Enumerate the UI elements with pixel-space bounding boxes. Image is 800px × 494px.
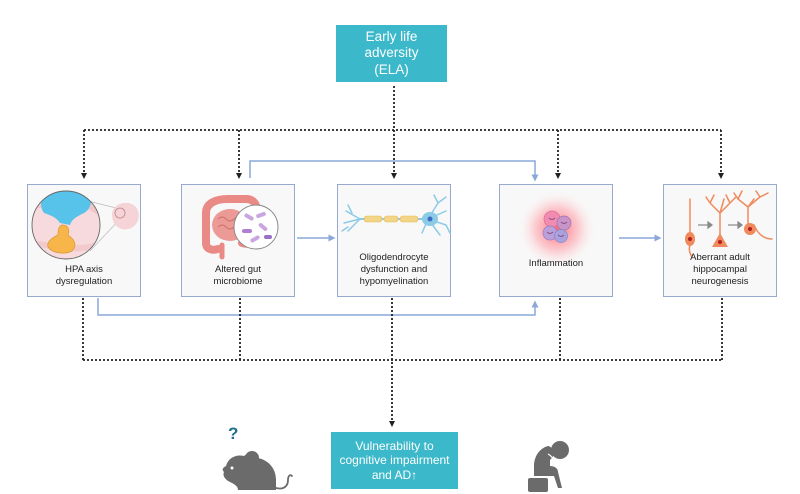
node-hpa-axis-dysregulation: HPA axis dysregulation bbox=[27, 184, 141, 297]
node-label-line: microbiome bbox=[213, 276, 263, 288]
outcome-label-line: and AD↑ bbox=[371, 467, 418, 482]
interaction-connectors bbox=[97, 160, 662, 316]
immune-cells-icon bbox=[517, 189, 597, 269]
mouse-icon bbox=[222, 451, 293, 490]
vulnerability-outcome-box: Vulnerability to cognitive impairment an… bbox=[331, 432, 458, 489]
distressed-person-icon bbox=[528, 441, 569, 492]
edge-gut-inflam bbox=[249, 160, 539, 182]
outcome-label-line: Vulnerability to bbox=[355, 438, 434, 453]
node-label-line: neurogenesis bbox=[691, 276, 749, 288]
intestine-bacteria-icon bbox=[202, 195, 279, 260]
node-label-line: Oligodendrocyte bbox=[359, 252, 429, 264]
node-label-line: Altered gut bbox=[215, 264, 261, 276]
node-aberrant-neurogenesis: Aberrant adult hippocampal neurogenesis bbox=[663, 184, 777, 297]
neuron-development-icon bbox=[685, 190, 773, 258]
outcome-label-line: cognitive impairment bbox=[339, 453, 450, 468]
ela-label-line: Early life bbox=[365, 29, 418, 45]
node-label-line: Inflammation bbox=[528, 258, 584, 270]
outcome-convergence-connectors bbox=[82, 298, 723, 427]
ela-label-line: adversity bbox=[364, 45, 419, 61]
node-label-line: Aberrant adult bbox=[690, 252, 750, 264]
node-altered-gut-microbiome: Altered gut microbiome bbox=[181, 184, 295, 297]
question-mark-icon: ? bbox=[228, 424, 239, 443]
ela-label-line: (ELA) bbox=[374, 61, 409, 77]
node-label-line: dysregulation bbox=[55, 276, 113, 288]
node-label-line: hippocampal bbox=[693, 264, 747, 276]
early-life-adversity-box: Early life adversity (ELA) bbox=[336, 25, 447, 82]
node-label-line: dysfunction and bbox=[360, 264, 428, 276]
brain-hypothalamus-pituitary-icon bbox=[31, 190, 139, 260]
node-label-line: hypomyelination bbox=[359, 276, 429, 288]
myelinated-neuron-icon bbox=[341, 194, 451, 236]
ela-fanout-connectors bbox=[81, 86, 724, 179]
edge-hpa-inflam bbox=[97, 298, 539, 316]
node-oligodendrocyte-dysfunction: Oligodendrocyte dysfunction and hypomyel… bbox=[337, 184, 451, 297]
node-inflammation: Inflammation bbox=[499, 184, 613, 297]
node-label-line: HPA axis bbox=[65, 264, 103, 276]
